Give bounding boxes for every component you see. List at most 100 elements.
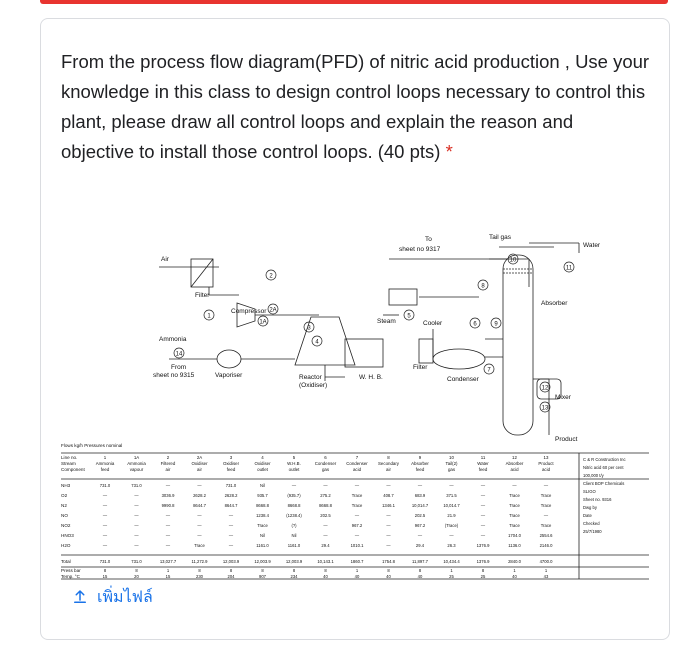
column-stream-sub: outlet — [289, 467, 301, 472]
column-stream-sub: feed — [479, 467, 488, 472]
label-product: Product — [555, 436, 578, 443]
column-stream-sub: gas — [322, 467, 330, 472]
side-note: C & R Construction Inc — [583, 457, 626, 462]
pressure-cell: 8 — [419, 568, 422, 573]
pfd-image: 2 1 3 4 5 6 7 8 9 10 11 — [61, 234, 649, 580]
component-name: N2 — [61, 503, 67, 508]
table-cell: — — [103, 493, 108, 498]
table-cell: 29.4 — [321, 543, 330, 548]
press-label: Press bar — [61, 568, 81, 573]
column-stream-name: Oxidiser — [223, 461, 240, 466]
table-cell: — — [134, 533, 139, 538]
table-cell: 275.2 — [320, 493, 331, 498]
pressure-cell: 8 — [482, 568, 485, 573]
table-cell: — — [386, 543, 391, 548]
table-cell: 29.4 — [416, 543, 425, 548]
node-13: 13 — [542, 406, 549, 412]
column-stream-sub: acid — [353, 467, 362, 472]
total-cell: 13,027.7 — [160, 559, 177, 564]
question-card: From the process flow diagram(PFD) of ni… — [40, 18, 670, 640]
table-cell: — — [481, 503, 486, 508]
temperature-cell: 15 — [166, 574, 171, 579]
table-cell: — — [134, 523, 139, 528]
temperature-cell: 40 — [386, 574, 391, 579]
table-cell: — — [418, 533, 423, 538]
label-tail-gas: Tail gas — [489, 234, 512, 241]
table-cell: — — [386, 483, 391, 488]
pressure-cell: 8 — [230, 568, 233, 573]
table-cell: — — [481, 533, 486, 538]
table-cell: — — [134, 543, 139, 548]
pressure-cell: 8 — [104, 568, 107, 573]
column-number: 4 — [261, 455, 264, 460]
table-cell: — — [229, 533, 234, 538]
question-text: From the process flow diagram(PFD) of ni… — [61, 51, 650, 162]
total-cell: 12,003.9 — [286, 559, 303, 564]
temperature-cell: 25 — [481, 574, 486, 579]
node-11: 11 — [566, 266, 573, 272]
table-cell: 10,014.7 — [443, 503, 460, 508]
node-7: 7 — [487, 368, 491, 374]
node-2: 2 — [269, 274, 273, 280]
table-cell: — — [134, 493, 139, 498]
column-stream-sub: vapour — [130, 467, 144, 472]
table-cell: — — [197, 523, 202, 528]
column-stream-name: Oxidiser — [254, 461, 271, 466]
table-cell: 3036.9 — [162, 493, 175, 498]
column-stream-sub: feed — [227, 467, 236, 472]
total-cell: 1754.8 — [382, 559, 395, 564]
column-stream-name: Condenser — [315, 461, 337, 466]
column-stream-name: Condenser — [346, 461, 368, 466]
table-headers: 1Ammoniafeed1AAmmoniavapour2Filteredair2… — [96, 455, 555, 472]
table-cell: 731.0 — [131, 483, 142, 488]
column-stream-name: Oxidiser — [191, 461, 208, 466]
side-note: Dwg by — [583, 505, 598, 510]
column-number: 6 — [324, 455, 327, 460]
column-stream-sub: air — [166, 467, 171, 472]
column-stream-name: Water — [477, 461, 489, 466]
temperature-cell: 40 — [418, 574, 423, 579]
table-cell: — — [323, 483, 328, 488]
total-cell: 2840.0 — [508, 559, 521, 564]
component-label: Component — [61, 467, 85, 472]
node-3: 3 — [307, 326, 311, 332]
add-file-button[interactable]: เพิ่มไฟล์ — [71, 585, 153, 609]
table-cell: (?) — [291, 523, 297, 528]
column-stream-sub: acid — [542, 467, 551, 472]
table-cell: Trace — [509, 503, 520, 508]
node-1: 1 — [207, 314, 211, 320]
table-cell: (Trace) — [445, 523, 459, 528]
column-stream-name: Tail(2) — [446, 461, 458, 466]
table-cell: — — [323, 523, 328, 528]
side-note: Nitric acid 60 per cent — [583, 465, 624, 470]
stream-label: Stream — [61, 461, 76, 466]
table-cell: — — [355, 513, 360, 518]
column-number: 2A — [197, 455, 202, 460]
add-file-label: เพิ่มไฟล์ — [97, 588, 153, 606]
table-cell: Nil — [260, 483, 265, 488]
table-cell: 2628.2 — [193, 493, 206, 498]
pressure-cell: 8 — [324, 568, 327, 573]
table-cell: 731.0 — [100, 483, 111, 488]
label-cooler: Cooler — [423, 320, 443, 327]
side-note: 100,000 t/y — [583, 473, 605, 478]
column-stream-sub: air — [197, 467, 202, 472]
table-cell: 731.0 — [226, 483, 237, 488]
table-cell: Trace — [194, 543, 205, 548]
column-stream-name: Absorber — [411, 461, 429, 466]
temperature-cell: 25 — [449, 574, 454, 579]
column-number: 12 — [512, 455, 517, 460]
table-cell: — — [355, 483, 360, 488]
column-number: 3 — [230, 455, 233, 460]
table-cell: — — [512, 483, 517, 488]
table-cell: — — [323, 533, 328, 538]
table-cell: 2554.6 — [540, 533, 553, 538]
label-ammonia: Ammonia — [159, 336, 187, 343]
column-stream-name: W.H.B. — [287, 461, 301, 466]
table-cell: — — [197, 513, 202, 518]
total-cell: 10,143.1 — [317, 559, 334, 564]
table-cell: 8644.7 — [193, 503, 206, 508]
process-flow-diagram: 2 1 3 4 5 6 7 8 9 10 11 — [59, 229, 651, 601]
total-cell: 12,003.9 — [223, 559, 240, 564]
